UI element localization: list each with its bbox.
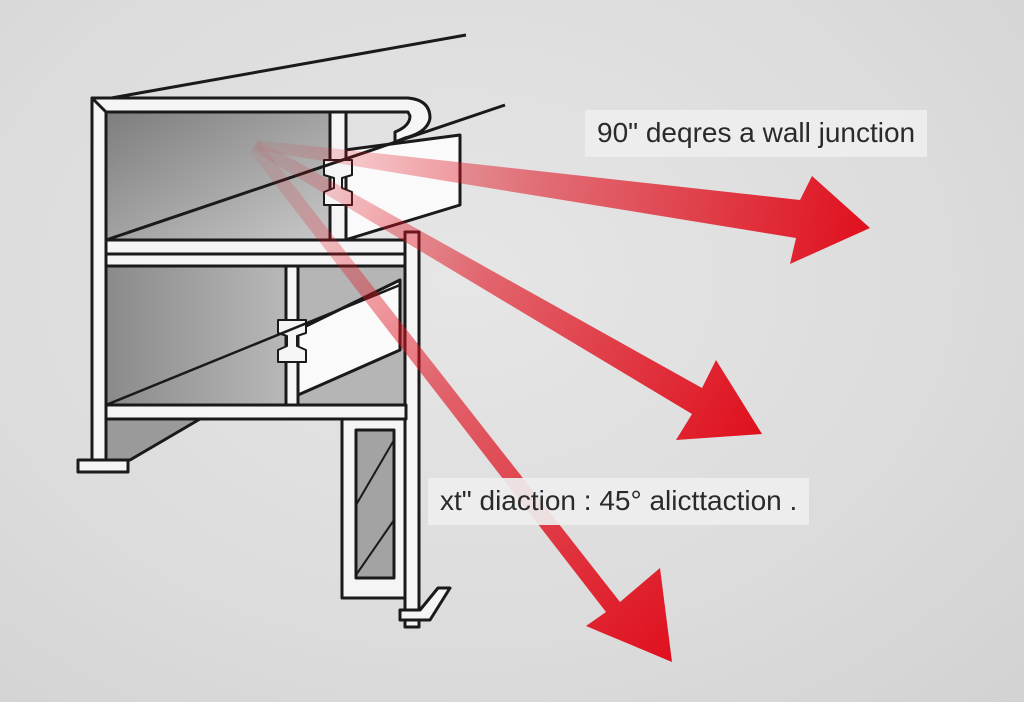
- bottom-rail: [104, 403, 408, 421]
- leg-hatch: [355, 439, 395, 506]
- sill-flange: [104, 417, 202, 462]
- leg-foot: [398, 586, 452, 622]
- profile-left-wall: [90, 96, 108, 462]
- profile-foot: [76, 458, 130, 474]
- leg-hatch-2: [355, 519, 395, 576]
- arrow-right-icon: [256, 140, 870, 264]
- perspective-line-2: [105, 283, 401, 407]
- arrow-down-right-icon: [252, 140, 762, 440]
- direction-arrows: [250, 140, 870, 662]
- arrow-down-icon: [250, 140, 672, 662]
- lower-clip: [277, 319, 307, 363]
- callout-top-label: 90" deqres a wall junction: [585, 110, 928, 157]
- profile-right-wall: [403, 230, 421, 629]
- callout-bottom-label: xt" diaction : 45° alicttaction .: [428, 478, 810, 525]
- lower-cavity: [104, 264, 288, 407]
- ceiling-edge-line: [99, 33, 467, 102]
- middle-rail: [104, 238, 420, 256]
- profile-cross-section: [76, 96, 462, 629]
- middle-rail-lower: [104, 252, 408, 268]
- leg-cavity: [354, 428, 396, 580]
